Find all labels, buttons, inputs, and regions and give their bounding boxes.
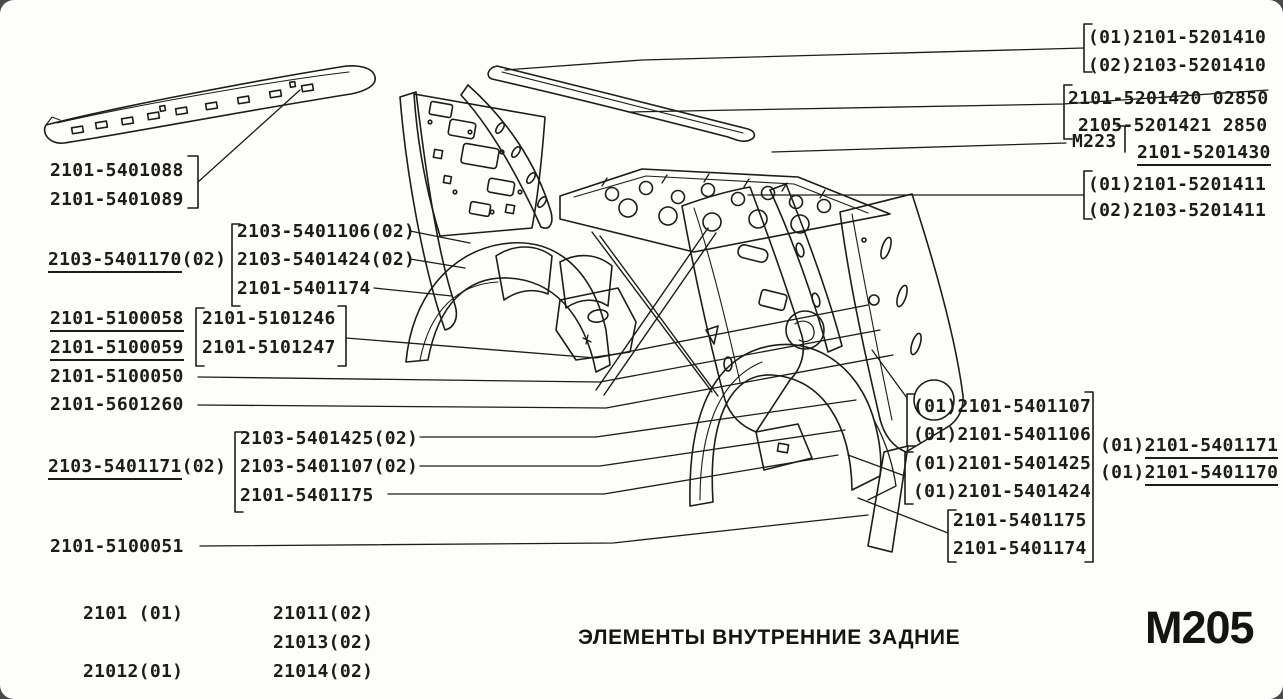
roof-rail-part	[43, 65, 376, 144]
part-label-5401174-r: 2101-5401174	[953, 538, 1087, 559]
model-label-21014: 21014(02)	[273, 661, 374, 682]
label-brackets	[187, 23, 1126, 563]
part-label-5100059: 2101-5100059	[50, 337, 184, 361]
leader-lines	[197, 47, 1269, 547]
part-label-5601260: 2101-5601260	[50, 394, 184, 415]
part-label-5100050: 2101-5100050	[50, 366, 184, 387]
ref-label-m223: M223	[1072, 131, 1117, 152]
part-label-5401425-01: (01)2101-5401425	[913, 453, 1092, 474]
drip-rail-part	[487, 65, 756, 143]
part-label-group171: 2103-5401171(02)	[48, 456, 226, 480]
page-title: ЭЛЕМЕНТЫ ВНУТРЕННИЕ ЗАДНИЕ	[578, 626, 961, 649]
quarter-pillar-part	[681, 183, 843, 471]
model-label-21011: 21011(02)	[273, 603, 374, 624]
part-label-5401107: 2103-5401107(02)	[240, 456, 419, 477]
part-label-group170: 2103-5401170(02)	[48, 249, 226, 273]
part-label-5401424: 2103-5401424(02)	[237, 249, 416, 270]
parcel-shelf-part	[559, 168, 891, 397]
part-label-5401106: 2103-5401106(02)	[237, 221, 416, 242]
part-label-5201410-02: (02)2103-5201410	[1088, 55, 1267, 76]
part-label-5201411-01: (01)2101-5201411	[1088, 174, 1267, 195]
sheet-code: M205	[1145, 602, 1255, 653]
part-label-5401106-01: (01)2101-5401106	[913, 424, 1092, 445]
part-label-5401170-01: (01)2101-5401170	[1100, 462, 1279, 486]
part-label-5401424-01: (01)2101-5401424	[913, 481, 1092, 502]
part-label-rail-top-1: 2101-5401088	[50, 160, 184, 181]
part-label-5201430: 2101-5201430	[1137, 142, 1271, 166]
part-label-5201421: 2105-5201421 2850	[1078, 115, 1268, 136]
part-label-5101247: 2101-5101247	[202, 337, 336, 358]
part-label-5201411-02: (02)2103-5201411	[1088, 200, 1267, 221]
part-label-5101246: 2101-5101246	[202, 308, 336, 329]
part-label-5201410-01: (01)2101-5201410	[1088, 27, 1267, 48]
part-label-5401175-r: 2101-5401175	[953, 510, 1087, 531]
part-label-5401107-01: (01)2101-5401107	[913, 396, 1092, 417]
part-label-rail-top-2: 2101-5401089	[50, 189, 184, 210]
b-pillar-assembly	[399, 84, 553, 331]
part-label-5401174: 2101-5401174	[237, 278, 371, 299]
model-label-21012: 21012(01)	[83, 661, 184, 682]
part-label-5100051: 2101-5100051	[50, 536, 184, 557]
part-label-5401171-01: (01)2101-5401171	[1100, 435, 1279, 459]
model-label-21013: 21013(02)	[273, 632, 374, 653]
model-label-2101: 2101 (01)	[83, 603, 184, 624]
c-pillar-panel-part	[839, 193, 964, 553]
part-label-5201420: 2101-5201420 02850	[1068, 88, 1269, 109]
part-label-5401175: 2101-5401175	[240, 485, 374, 506]
part-label-5100058: 2101-5100058	[50, 308, 184, 332]
part-label-5401425: 2103-5401425(02)	[240, 428, 419, 449]
